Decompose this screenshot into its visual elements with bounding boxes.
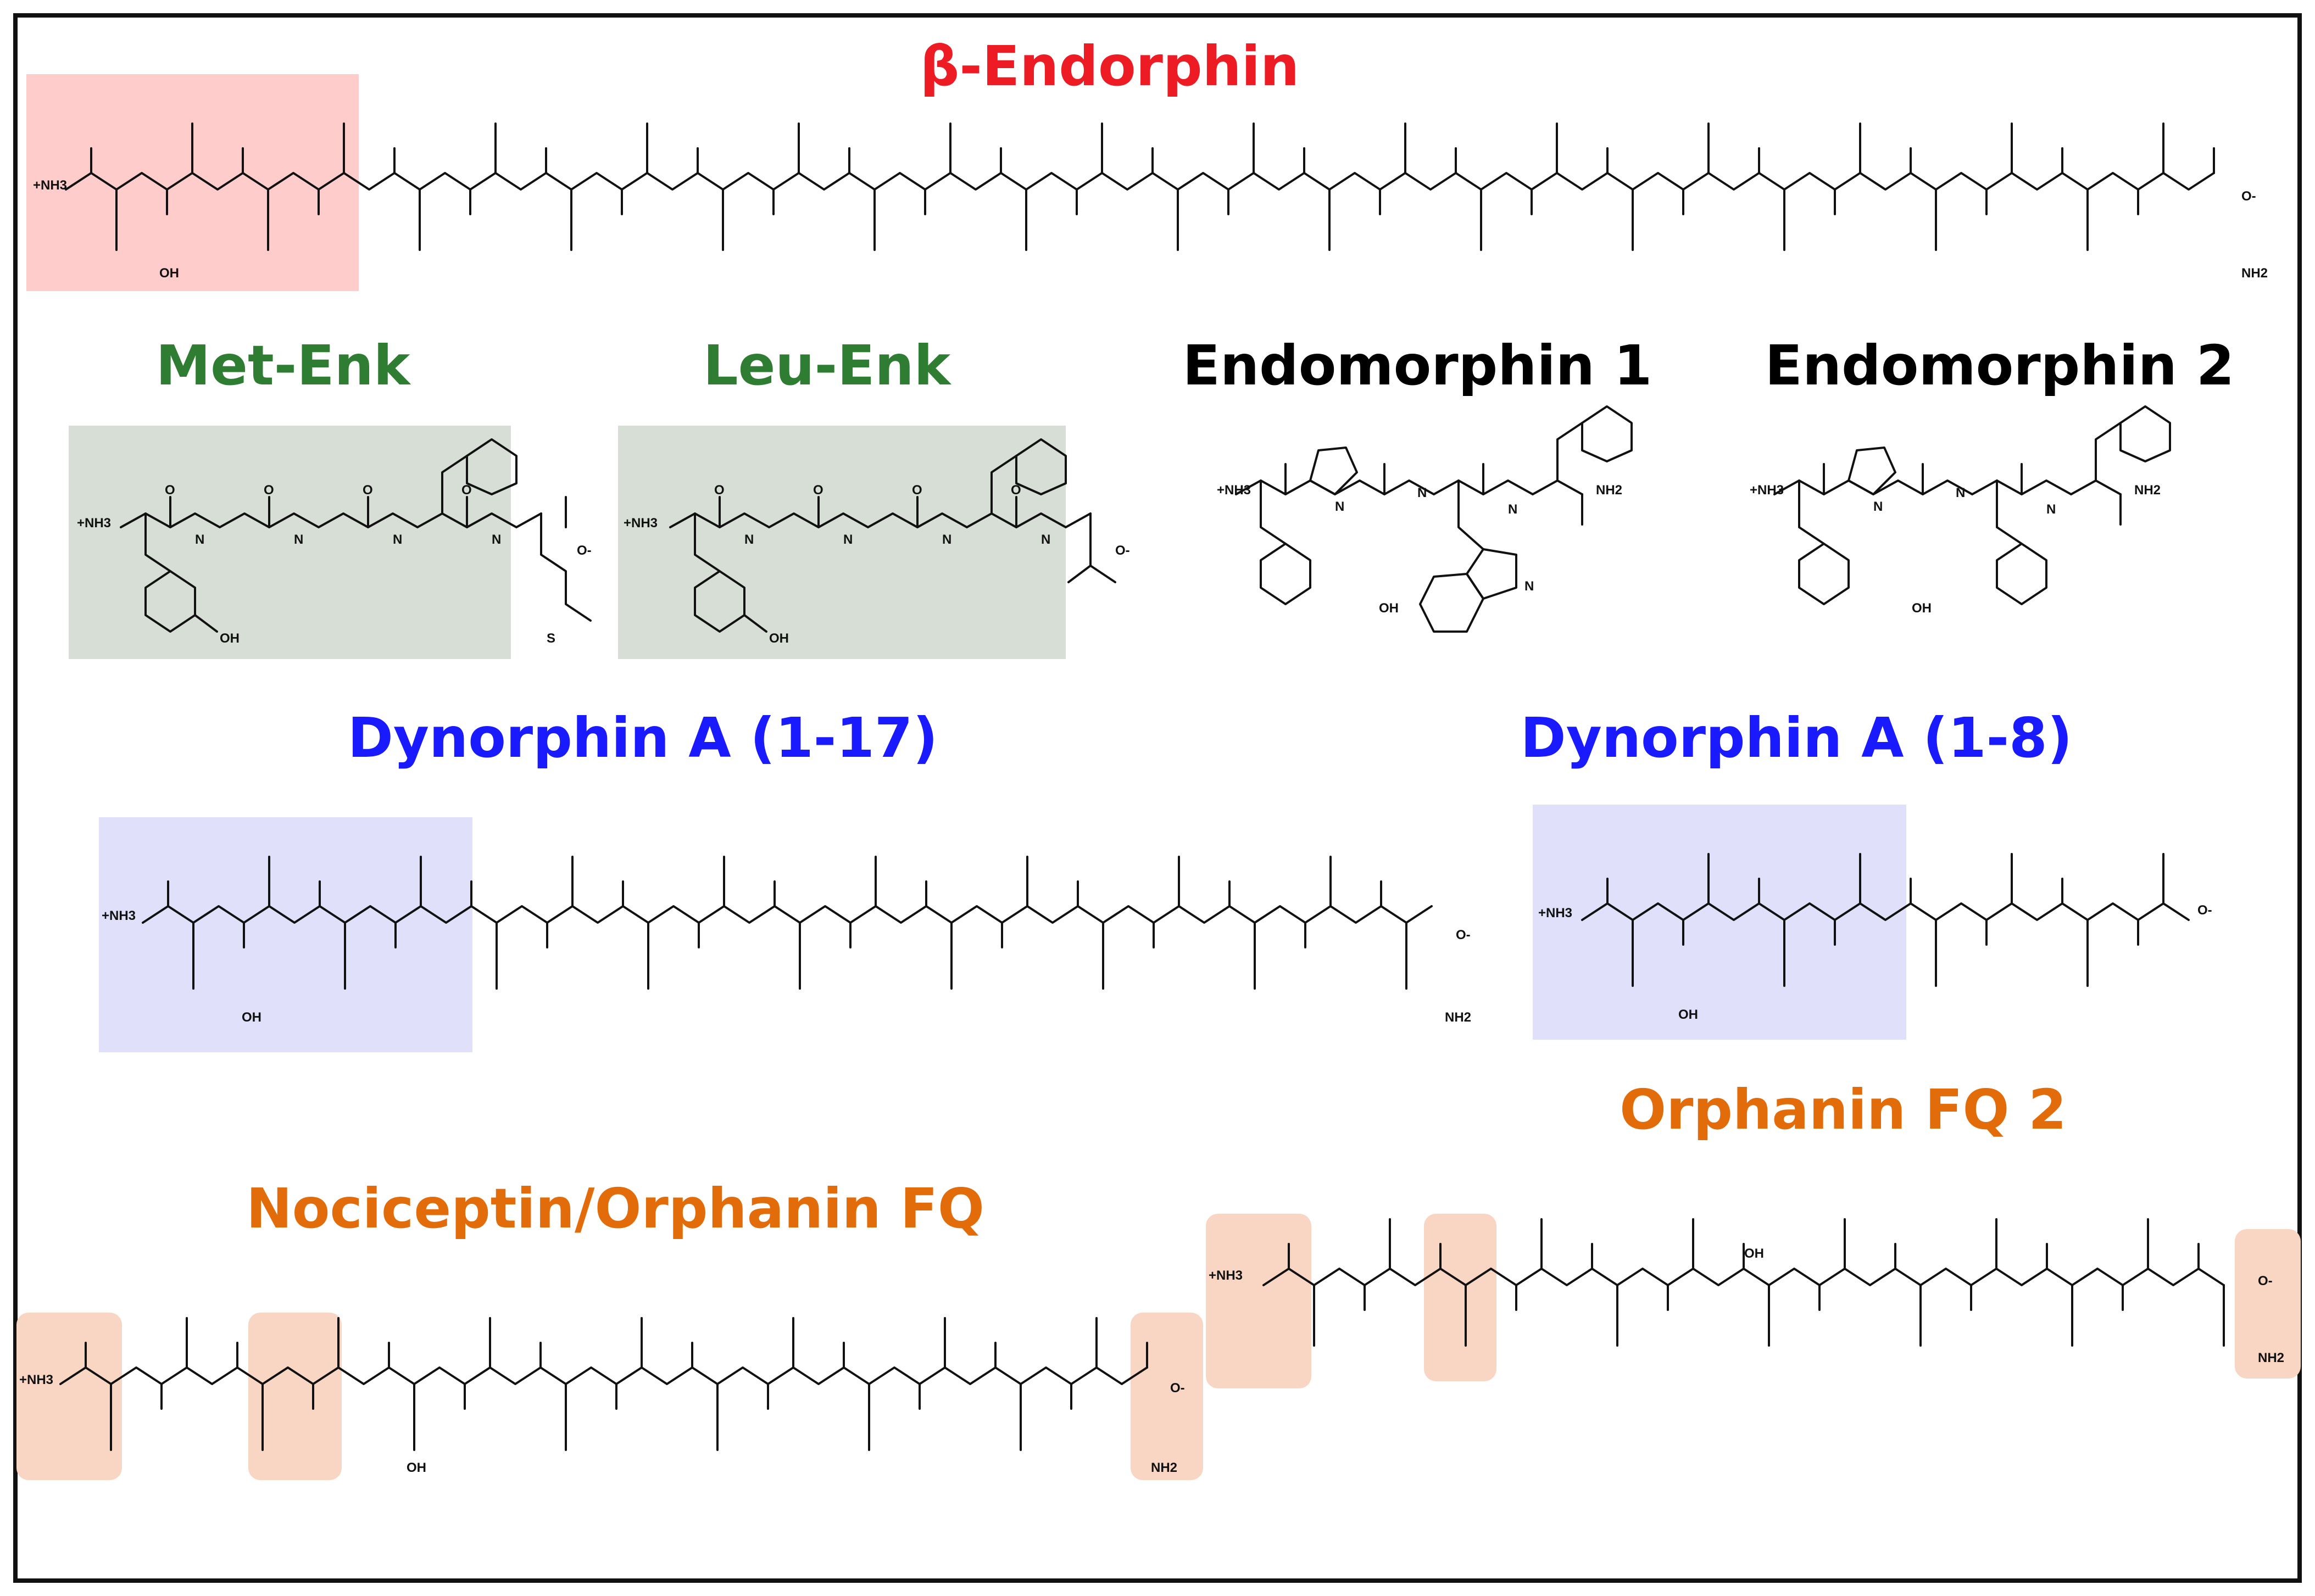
endomorphin-2-nh2: NH2 — [2134, 483, 2161, 498]
orphanin-fq-2-structure — [1262, 1218, 2225, 1347]
endomorphin-1-nh2: NH2 — [1596, 483, 1622, 498]
orphanin-fq-2-o-minus: O- — [2258, 1274, 2273, 1288]
endomorphin-2-n-1: N — [1873, 499, 1883, 514]
endomorphin-1-oh: OH — [1379, 601, 1399, 616]
orphanin-highlight-box-2 — [1424, 1214, 1496, 1381]
met-enk-n-3: N — [393, 532, 402, 547]
met-enk-o-minus: O- — [577, 543, 592, 558]
met-enk-oh: OH — [220, 631, 240, 646]
beta-endorphin-nh2: NH2 — [2241, 266, 2268, 281]
nociceptin-highlight-box-3 — [1131, 1313, 1203, 1480]
leu-enk-o-1: O — [714, 483, 725, 498]
dynorphin-a-1-8-nh3: +NH3 — [1538, 906, 1572, 920]
orphanin-fq-2-nh3: +NH3 — [1209, 1268, 1243, 1283]
endomorphin-2-title: Endomorphin 2 — [1765, 333, 2235, 398]
dynorphin-a-1-17-structure — [142, 856, 1433, 990]
endomorphin-1-title: Endomorphin 1 — [1183, 333, 1652, 398]
met-enk-structure — [120, 438, 592, 633]
leu-enk-nh3: +NH3 — [624, 516, 658, 531]
leu-enk-highlight-box — [618, 426, 1066, 659]
orphanin-highlight-box-3 — [2235, 1229, 2301, 1379]
met-enk-o-3: O — [363, 483, 373, 498]
dynorphin-a-1-17-nh3: +NH3 — [102, 908, 136, 923]
met-enk-o-1: O — [165, 483, 175, 498]
met-enk-s: S — [547, 631, 555, 646]
orphanin-fq-2-oh: OH — [1744, 1246, 1764, 1261]
dynorphin-a-1-8-title: Dynorphin A (1-8) — [1521, 706, 2073, 770]
endomorphin-1-n-2: N — [1417, 486, 1427, 500]
beta-endorphin-structure — [65, 122, 2215, 251]
met-enk-o-2: O — [264, 483, 274, 498]
orphanin-highlight-box-1 — [1206, 1214, 1311, 1388]
endomorphin-2-nh3: +NH3 — [1750, 483, 1784, 498]
leu-enk-structure — [669, 438, 1116, 633]
leu-enk-o-minus: O- — [1115, 543, 1130, 558]
nociceptin-nh2: NH2 — [1151, 1460, 1177, 1475]
endomorphin-1-n-1: N — [1335, 499, 1344, 514]
dynorphin-a-1-17-title: Dynorphin A (1-17) — [348, 706, 938, 770]
endomorphin-1-structure — [1235, 405, 1633, 633]
beta-endorphin-title: β-Endorphin — [920, 34, 1299, 98]
endomorphin-1-n-3: N — [1508, 502, 1517, 517]
leu-enk-oh: OH — [769, 631, 789, 646]
dynorphin-a-1-17-oh: OH — [242, 1010, 261, 1025]
dynorphin-a-1-17-highlight-box — [99, 817, 472, 1052]
met-enk-highlight-box — [69, 426, 511, 659]
endomorphin-1-nh3: +NH3 — [1217, 483, 1251, 498]
leu-enk-n-2: N — [843, 532, 853, 547]
endomorphin-2-n-3: N — [2046, 502, 2056, 517]
met-enk-n-2: N — [294, 532, 303, 547]
figure-frame — [13, 13, 2302, 1583]
beta-endorphin-o-minus: O- — [2241, 189, 2256, 204]
met-enk-o-4: O — [461, 483, 472, 498]
beta-endorphin-highlight-box — [26, 74, 359, 291]
leu-enk-n-3: N — [942, 532, 951, 547]
orphanin-fq-2-title: Orphanin FQ 2 — [1620, 1078, 2067, 1142]
met-enk-n-4: N — [492, 532, 501, 547]
dynorphin-a-1-17-nh2: NH2 — [1445, 1010, 1471, 1025]
beta-endorphin-oh: OH — [159, 266, 179, 281]
dynorphin-a-1-17-o-minus: O- — [1456, 928, 1471, 942]
nociceptin-oh: OH — [407, 1460, 426, 1475]
nociceptin-highlight-box-2 — [248, 1313, 342, 1480]
endomorphin-2-n-2: N — [1956, 486, 1965, 500]
leu-enk-n-4: N — [1041, 532, 1050, 547]
leu-enk-o-3: O — [912, 483, 922, 498]
dynorphin-a-1-8-oh: OH — [1678, 1007, 1698, 1022]
dynorphin-a-1-8-highlight-box — [1533, 805, 1906, 1040]
nociceptin-title: Nociceptin/Orphanin FQ — [246, 1176, 984, 1241]
leu-enk-o-4: O — [1011, 483, 1021, 498]
dynorphin-a-1-8-o-minus: O- — [2197, 903, 2212, 918]
endomorphin-2-oh: OH — [1912, 601, 1932, 616]
orphanin-fq-2-nh2: NH2 — [2258, 1351, 2284, 1365]
endomorphin-2-structure — [1773, 405, 2171, 605]
leu-enk-n-1: N — [744, 532, 754, 547]
met-enk-nh3: +NH3 — [77, 516, 111, 531]
beta-endorphin-nh3: +NH3 — [33, 178, 67, 193]
nociceptin-highlight-box-1 — [16, 1313, 122, 1480]
met-enk-n-1: N — [195, 532, 204, 547]
leu-enk-title: Leu-Enk — [703, 333, 952, 398]
nociceptin-structure — [59, 1317, 1148, 1451]
nociceptin-nh3: +NH3 — [19, 1372, 53, 1387]
leu-enk-o-2: O — [813, 483, 823, 498]
met-enk-title: Met-Enk — [156, 333, 411, 398]
nociceptin-o-minus: O- — [1170, 1381, 1185, 1396]
dynorphin-a-1-8-structure — [1581, 853, 2190, 987]
endomorphin-1-indole-n: N — [1524, 579, 1534, 594]
